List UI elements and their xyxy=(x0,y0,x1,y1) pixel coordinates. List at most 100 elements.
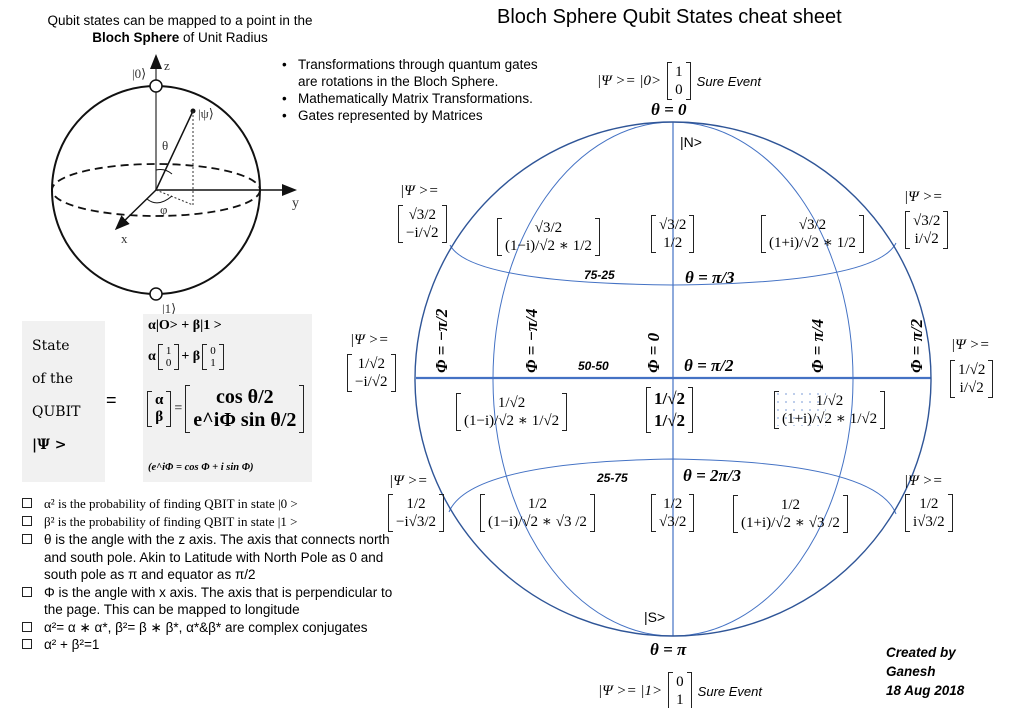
state-label-line: State xyxy=(32,338,70,354)
theta-pi2-label: θ = π/2 xyxy=(684,356,734,375)
matrix-cell: 1 xyxy=(165,345,172,357)
checklist-text: θ is the angle with the z axis. The axis… xyxy=(44,532,390,582)
state-label-line: |Ψ > xyxy=(32,437,67,453)
matrix-cell: 1/√2 xyxy=(654,389,686,408)
psi-label: |Ψ >= xyxy=(389,473,428,489)
matrix-cell: √3/2 xyxy=(659,217,687,233)
euler-formula: (e^iΦ = cos Φ + i sin Φ) xyxy=(148,462,254,473)
psi-label: |Ψ >= xyxy=(904,473,943,489)
sphere-outline xyxy=(414,121,932,637)
state-vector-2pi3-center: 1/2 √3/2 xyxy=(651,494,695,532)
intro-text: Qubit states can be mapped to a point in… xyxy=(0,12,360,46)
eq-superposition: α|O> + β|1 > xyxy=(148,318,222,333)
south-state: |Ψ >= |1> 0 1 Sure Event xyxy=(598,672,762,708)
bullet-item: Mathematically Matrix Transformations. xyxy=(280,90,540,107)
north-pole-label: |N> xyxy=(680,134,702,150)
intro-line-2: Bloch Sphere of Unit Radius xyxy=(0,29,360,46)
matrix-cell: −i/√2 xyxy=(406,225,439,241)
state-label-line: QUBIT xyxy=(32,404,81,420)
matrix-cell: 0 xyxy=(676,674,684,690)
theta-pi-label: θ = π xyxy=(650,640,687,659)
matrix-cell: √3/2 xyxy=(798,217,827,233)
bullet-item: Gates represented by Matrices xyxy=(280,107,540,124)
matrix-cell: 1/√2 xyxy=(815,393,844,409)
credit-created-by: Created by xyxy=(886,645,956,660)
theta-pi3-label: θ = π/3 xyxy=(685,268,735,287)
phi-label-pi2: Φ = π/2 xyxy=(907,318,926,373)
notes-checklist: α² is the probability of finding QBIT in… xyxy=(18,495,408,654)
matrix-cell: √3/2 xyxy=(534,220,563,236)
dotted-highlight xyxy=(776,388,826,426)
checklist-item: α² + β²=1 xyxy=(18,636,408,654)
pole-one-marker xyxy=(149,287,163,301)
psi-label: |Ψ >= xyxy=(350,332,389,348)
checkbox-icon xyxy=(22,639,32,649)
label-psi-ket: |ψ⟩ xyxy=(198,106,214,121)
phi-arc xyxy=(146,195,173,204)
checklist-item: β² is the probability of finding QBIT in… xyxy=(18,513,408,531)
matrix-cell: α xyxy=(155,392,164,408)
matrix-cell: √3/2 xyxy=(913,213,941,229)
psi-label: |Ψ >= xyxy=(904,189,943,205)
phi-label-neg-pi4: Φ = −π/4 xyxy=(522,308,541,373)
matrix-cell: 1/2 xyxy=(663,235,683,251)
state-vector-pi2-left-outer: 1/√2−i/√2 xyxy=(347,354,396,392)
state-vector-2pi3-right-inner: 1/2(1+i)/√2 ∗ √3 /2 xyxy=(733,495,848,533)
checkbox-icon xyxy=(22,586,32,597)
state-vector-2pi3-left-inner: 1/2(1−i)/√2 ∗ √3 /2 xyxy=(480,494,595,532)
checklist-item: θ is the angle with the z axis. The axis… xyxy=(18,531,408,584)
checkbox-icon xyxy=(22,621,32,632)
credit-author: Ganesh xyxy=(886,664,936,679)
label-y: y xyxy=(292,196,299,211)
matrix-cell: 1 xyxy=(210,357,216,369)
intro-unit-radius: of Unit Radius xyxy=(179,30,268,45)
state-label-line: of the xyxy=(32,371,73,387)
psi-projection-horizontal xyxy=(155,189,194,206)
south-state-ket: |Ψ >= |1> xyxy=(598,682,663,699)
x-axis xyxy=(114,189,157,231)
matrix-cell: i/√2 xyxy=(959,380,984,396)
prob-50-50: 50-50 xyxy=(578,359,609,373)
matrix-cell: 1/2 xyxy=(406,496,426,512)
checklist-item: Φ is the angle with x axis. The axis tha… xyxy=(18,584,408,619)
matrix-cell: cos θ/2 xyxy=(216,386,274,408)
phi-label-0: Φ = 0 xyxy=(644,332,663,373)
matrix-cell: √3/2 xyxy=(659,514,687,530)
matrix-cell: √3/2 xyxy=(408,207,436,223)
south-sure-event: Sure Event xyxy=(697,683,762,699)
state-label: State of the QUBIT |Ψ > xyxy=(32,330,80,462)
state-vector-pi3-left-inner: √3/2(1−i)/√2 ∗ 1/2 xyxy=(497,218,600,256)
matrix-cell: 0 xyxy=(675,82,683,98)
checklist-text: β² is the probability of finding QBIT in… xyxy=(44,514,298,529)
matrix-cell: −i/√2 xyxy=(355,374,388,390)
eq-equals: = xyxy=(174,401,183,416)
matrix-cell: 1/2 xyxy=(663,496,683,512)
checklist-item: α²= α ∗ α*, β²= β ∗ β*, α*&β* are comple… xyxy=(18,619,408,637)
small-bloch-sphere-diagram: |0⟩ z |ψ⟩ θ φ y x |1⟩ xyxy=(51,54,299,316)
latitude-pi3 xyxy=(449,242,897,286)
prob-75-25: 75-25 xyxy=(584,268,615,282)
label-x: x xyxy=(121,231,128,246)
theta-2pi3-label: θ = 2π/3 xyxy=(683,466,742,485)
matrix-cell: 1 xyxy=(676,692,684,708)
psi-vector xyxy=(155,110,194,191)
matrix-cell: i√3/2 xyxy=(913,514,945,530)
psi-label: |Ψ >= xyxy=(951,337,990,353)
matrix-cell: 0 xyxy=(165,357,172,369)
matrix-cell: 1 xyxy=(675,64,683,80)
matrix-cell: 1/2 xyxy=(527,496,548,512)
label-z: z xyxy=(164,58,170,73)
label-phi: φ xyxy=(160,202,168,217)
matrix-cell: β xyxy=(155,409,164,425)
south-pole-label: |S> xyxy=(644,609,666,625)
north-state-ket: |Ψ >= |0> xyxy=(597,72,662,89)
